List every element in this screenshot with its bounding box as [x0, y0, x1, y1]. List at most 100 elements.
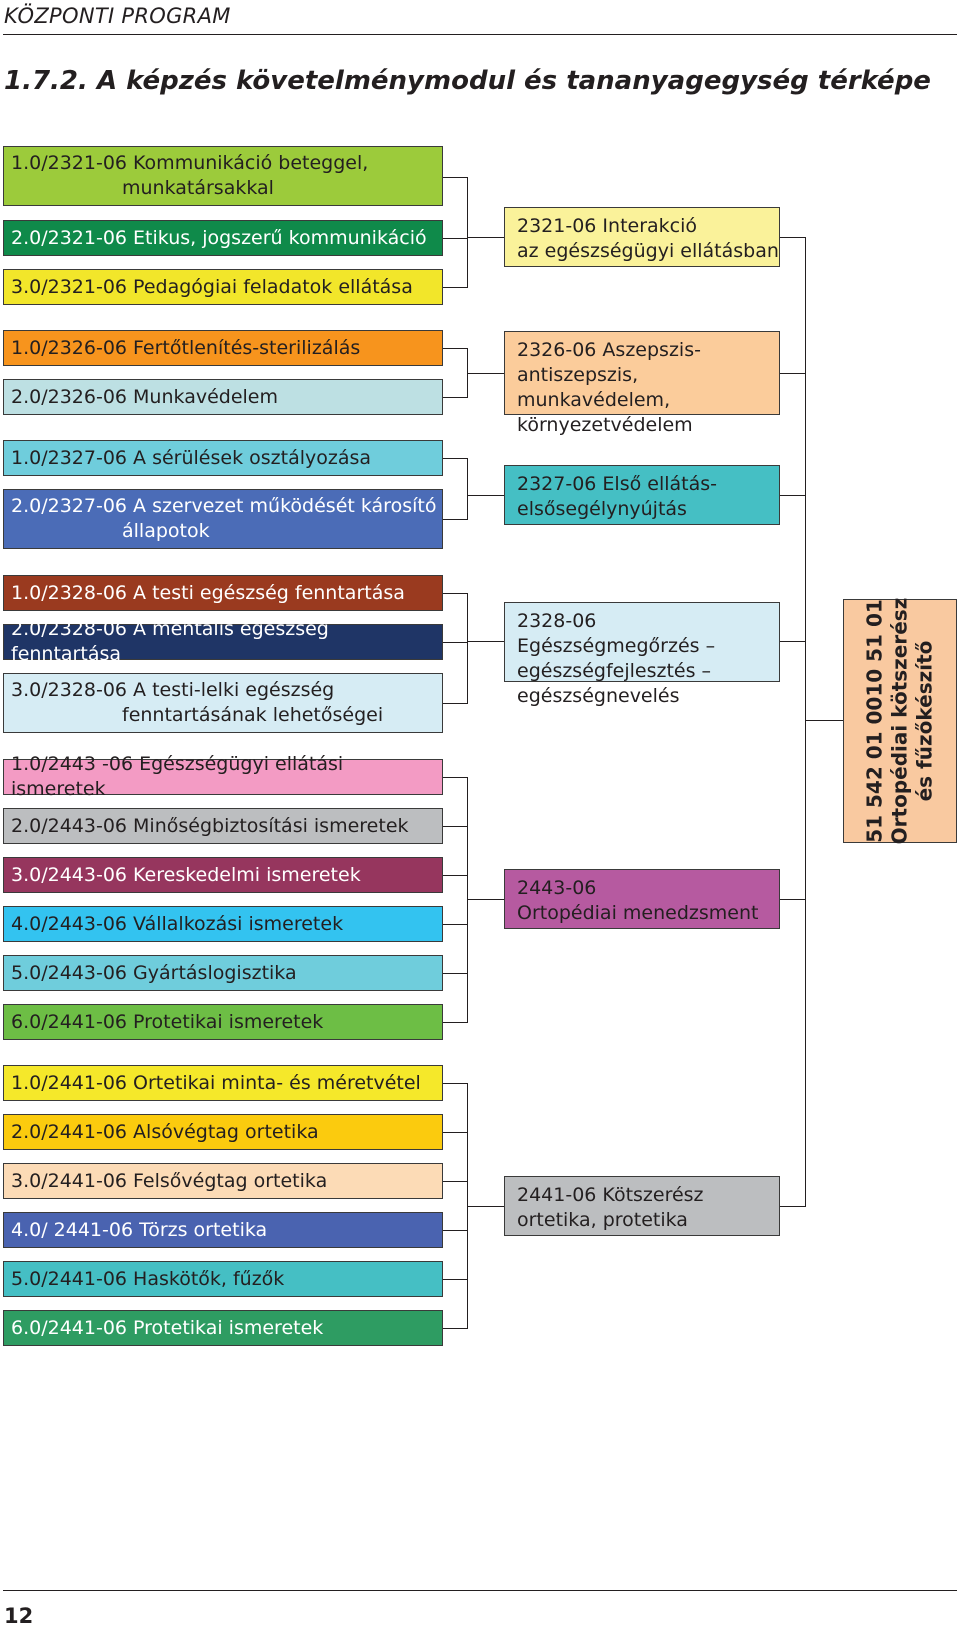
- unit-box: 2.0/2328-06 A mentális egészség fenntart…: [3, 618, 443, 665]
- connector-line: [467, 237, 504, 238]
- unit-box: 6.0/2441-06 Protetikai ismeretek: [3, 1004, 443, 1040]
- connector-line: [443, 924, 468, 925]
- connector-line: [443, 973, 468, 974]
- unit-label: 5.0/2441-06 Haskötők, fűzők: [11, 1267, 285, 1290]
- connector-line: [443, 1083, 468, 1084]
- connector-line: [467, 373, 504, 374]
- unit-label: 4.0/2443-06 Vállalkozási ismeretek: [11, 912, 344, 935]
- unit-box: 2.0/2443-06 Minőségbiztosítási ismeretek: [3, 808, 443, 844]
- unit-box: 1.0/2443 -06 Egészségügyi ellátási ismer…: [3, 753, 443, 800]
- unit-box: 2.0/2327-06 A szervezet működését károsí…: [3, 489, 443, 549]
- header-rule: [3, 34, 957, 35]
- page-title: 1.7.2. A képzés követelménymodul és tana…: [4, 66, 931, 96]
- unit-label: 6.0/2441-06 Protetikai ismeretek: [11, 1316, 324, 1339]
- connector-line: [443, 1279, 468, 1280]
- connector-line: [443, 1181, 468, 1182]
- connector-line: [443, 875, 468, 876]
- connector-line: [443, 287, 468, 288]
- unit-box: 5.0/2443-06 Gyártáslogisztika: [3, 955, 443, 991]
- unit-label: 3.0/2443-06 Kereskedelmi ismeretek: [11, 863, 361, 886]
- module-box: 2327-06 Első ellátás-elsősegélynyújtás: [504, 465, 780, 525]
- connector-line: [467, 1206, 504, 1207]
- connector-line: [805, 237, 806, 1207]
- connector-line: [443, 1230, 468, 1231]
- connector-line: [443, 703, 468, 704]
- connector-line: [443, 177, 468, 178]
- page-number: 12: [4, 1604, 34, 1628]
- unit-box: 1.0/2327-06 A sérülések osztályozása: [3, 440, 443, 476]
- connector-line: [467, 177, 468, 288]
- connector-line: [467, 777, 468, 1023]
- connector-line: [443, 519, 468, 520]
- connector-line: [443, 826, 468, 827]
- connector-line: [443, 642, 468, 643]
- connector-line: [805, 720, 843, 721]
- module-box: 2326-06 Aszepszis-antiszepszis, munkavéd…: [504, 331, 780, 436]
- unit-label: 3.0/2441-06 Felsővégtag ortetika: [11, 1169, 328, 1192]
- unit-box: 2.0/2441-06 Alsóvégtag ortetika: [3, 1114, 443, 1150]
- unit-label: 1.0/2441-06 Ortetikai minta- és méretvét…: [11, 1071, 421, 1094]
- connector-line: [467, 495, 504, 496]
- connector-line: [443, 1022, 468, 1023]
- unit-label: 2.0/2326-06 Munkavédelem: [11, 385, 278, 408]
- unit-label: 2.0/2328-06 A mentális egészség fenntart…: [11, 618, 329, 665]
- connector-line: [443, 458, 468, 459]
- unit-label: 2.0/2321-06 Etikus, jogszerű kommunikáci…: [11, 226, 427, 249]
- unit-label: 5.0/2443-06 Gyártáslogisztika: [11, 961, 297, 984]
- connector-line: [443, 1328, 468, 1329]
- connector-line: [467, 458, 468, 520]
- unit-box: 2.0/2321-06 Etikus, jogszerű kommunikáci…: [3, 220, 443, 256]
- unit-label: 1.0/2328-06 A testi egészség fenntartása: [11, 581, 405, 604]
- connector-line: [467, 899, 504, 900]
- unit-label: 2.0/2327-06 A szervezet működését károsí…: [11, 495, 437, 542]
- connector-line: [443, 593, 468, 594]
- connector-line: [780, 899, 806, 900]
- unit-label: 2.0/2443-06 Minőségbiztosítási ismeretek: [11, 814, 409, 837]
- program-header: KÖZPONTI PROGRAM: [4, 4, 231, 28]
- unit-box: 6.0/2441-06 Protetikai ismeretek: [3, 1310, 443, 1346]
- unit-box: 1.0/2326-06 Fertőtlenítés-sterilizálás: [3, 330, 443, 366]
- unit-box: 3.0/2443-06 Kereskedelmi ismeretek: [3, 857, 443, 893]
- connector-line: [780, 1206, 806, 1207]
- module-label: 2327-06 Első ellátás-elsősegélynyújtás: [517, 473, 718, 520]
- connector-line: [780, 237, 806, 238]
- unit-label: 2.0/2441-06 Alsóvégtag ortetika: [11, 1120, 319, 1143]
- unit-box: 1.0/2328-06 A testi egészség fenntartása: [3, 575, 443, 611]
- unit-label: 3.0/2321-06 Pedagógiai feladatok ellátás…: [11, 275, 413, 298]
- connector-line: [467, 641, 504, 642]
- unit-label: 1.0/2327-06 A sérülések osztályozása: [11, 446, 372, 469]
- module-label: 2328-06 Egészségmegőrzés –egészségfejles…: [517, 610, 716, 707]
- unit-label: 4.0/ 2441-06 Törzs ortetika: [11, 1218, 268, 1241]
- unit-box: 2.0/2326-06 Munkavédelem: [3, 379, 443, 415]
- unit-box: 4.0/2443-06 Vállalkozási ismeretek: [3, 906, 443, 942]
- unit-box: 5.0/2441-06 Haskötők, fűzők: [3, 1261, 443, 1297]
- unit-label: 1.0/2326-06 Fertőtlenítés-sterilizálás: [11, 336, 361, 359]
- unit-box: 3.0/2441-06 Felsővégtag ortetika: [3, 1163, 443, 1199]
- unit-box: 1.0/2321-06 Kommunikáció beteggel,munkat…: [3, 146, 443, 206]
- module-box: 2328-06 Egészségmegőrzés –egészségfejles…: [504, 602, 780, 707]
- connector-line: [443, 348, 468, 349]
- connector-line: [467, 593, 468, 704]
- connector-line: [780, 641, 806, 642]
- connector-line: [443, 1132, 468, 1133]
- connector-line: [780, 373, 806, 374]
- connector-line: [443, 238, 468, 239]
- unit-label: 6.0/2441-06 Protetikai ismeretek: [11, 1010, 324, 1033]
- unit-box: 1.0/2441-06 Ortetikai minta- és méretvét…: [3, 1065, 443, 1101]
- connector-line: [780, 495, 806, 496]
- footer-rule: [3, 1590, 957, 1591]
- module-label: 2326-06 Aszepszis-antiszepszis, munkavéd…: [517, 339, 701, 436]
- connector-line: [443, 397, 468, 398]
- unit-box: 4.0/ 2441-06 Törzs ortetika: [3, 1212, 443, 1248]
- unit-label: 1.0/2443 -06 Egészségügyi ellátási ismer…: [11, 753, 344, 800]
